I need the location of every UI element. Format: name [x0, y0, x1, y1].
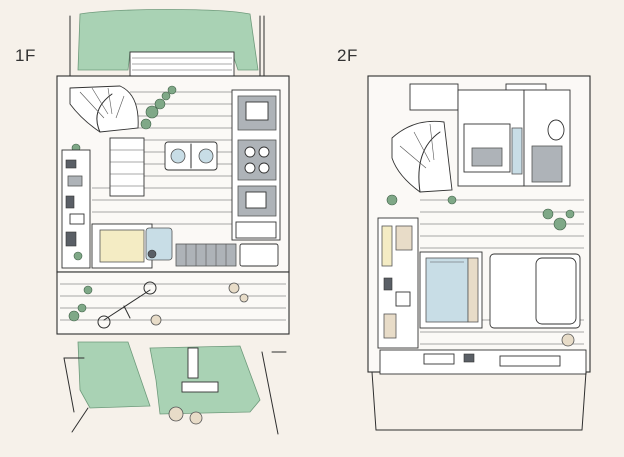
- entrance-deck: [56, 271, 290, 335]
- plant-icon: [386, 194, 575, 231]
- front-garden: [69, 9, 265, 79]
- living-area-1f: [91, 223, 279, 269]
- plan-2f: [367, 75, 591, 431]
- floor-label-1f: 1F: [15, 46, 36, 65]
- bicycle-icon: [97, 281, 157, 329]
- plant-icon: [68, 282, 249, 326]
- back-garden: [63, 341, 287, 435]
- plant-icon: [71, 85, 177, 153]
- spiral-staircase-icon: [69, 85, 145, 197]
- spiral-staircase-icon: [391, 120, 453, 193]
- toilet-icon: [547, 119, 565, 141]
- kitchen-1f: [231, 89, 281, 241]
- bookshelf-2f: [377, 217, 419, 349]
- dining-table-icon: [164, 141, 218, 171]
- sofa-icon: [489, 253, 581, 347]
- floor-label-2f: 2F: [337, 46, 358, 65]
- plan-1f: [56, 9, 290, 435]
- shelving-1f: [61, 149, 91, 269]
- bathroom-2f: [457, 89, 571, 187]
- bed-icon: [419, 251, 483, 329]
- balcony-2f: [371, 349, 587, 431]
